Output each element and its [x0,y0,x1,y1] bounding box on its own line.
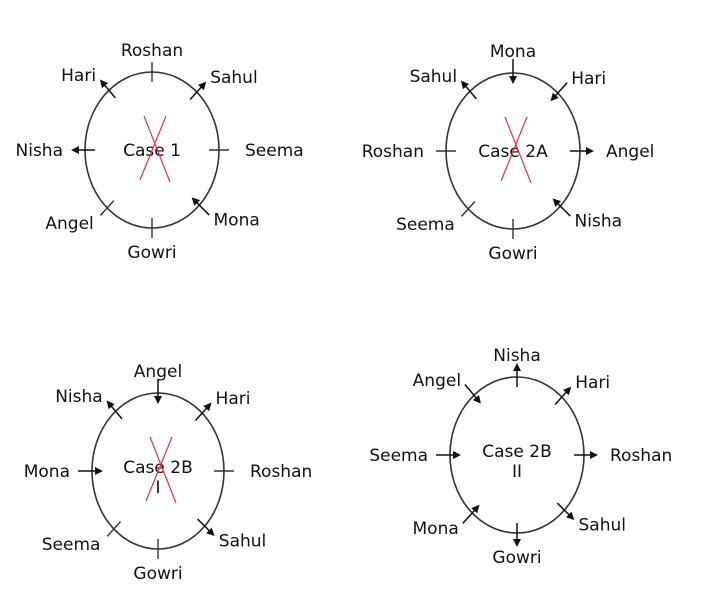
seat-name-label: Seema [42,535,101,555]
seat-name-label: Angel [134,362,182,382]
seat-sahul: Sahul [556,502,626,535]
seat-name-label: Sahul [410,67,457,87]
seat-seema: Seema [42,521,122,555]
seat-gowri: Gowri [488,219,538,264]
seat-name-label: Nisha [16,141,64,161]
seat-seema: Seema [369,446,461,466]
seat-name-label: Sahul [579,515,626,535]
seat-name-label: Nisha [493,346,541,366]
seat-name-label: Mona [490,42,536,62]
seat-name-label: Hari [575,373,610,393]
arrow-out-icon [194,402,212,421]
seat-name-label: Nisha [55,387,103,407]
seat-name-label: Angel [45,214,93,234]
arrow-in-icon [462,504,480,524]
seat-tick-mark [99,200,115,216]
seat-name-label: Hari [216,389,251,409]
cross-out-mark [145,436,173,502]
arrow-in-icon [191,197,210,216]
seat-name-label: Hari [61,66,96,86]
arrow-out-icon [106,400,123,420]
case-label: Case 2B [482,442,552,462]
arrow-in-icon [552,198,571,217]
seat-nisha: Nisha [552,198,623,231]
seat-seema: Seema [209,141,304,161]
seat-mona: Mona [191,197,260,230]
seat-name-label: Sahul [210,68,257,88]
seat-sahul: Sahul [410,67,477,100]
arrow-out-icon [99,79,116,99]
cross-out-mark [139,115,167,181]
arrow-out-icon [556,502,575,521]
seat-roshan: Roshan [121,41,183,82]
diagram-case-1: Case 1RoshanSahulSeemaMonaGowriAngelNish… [16,41,304,263]
seat-hari: Hari [554,373,610,405]
seat-name-label: Gowri [133,564,182,584]
seat-mona: Mona [490,42,536,84]
seat-nisha: Nisha [16,141,95,161]
seat-nisha: Nisha [55,387,123,420]
seat-roshan: Roshan [214,462,312,482]
seat-hari: Hari [550,69,606,102]
seat-sahul: Sahul [197,518,266,551]
arrow-in-icon [550,82,568,102]
seat-angel: Angel [45,200,115,234]
seat-roshan: Roshan [362,142,456,162]
seat-name-label: Seema [245,141,304,161]
case-label: Case 2B [123,458,193,478]
seat-name-label: Roshan [250,462,312,482]
seat-name-label: Mona [24,462,70,482]
cross-out-mark [143,115,171,183]
seat-name-label: Gowri [488,244,537,264]
seat-name-label: Roshan [362,142,424,162]
seat-seema: Seema [396,201,476,235]
seat-name-label: Nisha [575,211,623,231]
seat-roshan: Roshan [574,446,672,466]
seat-gowri: Gowri [127,218,177,263]
seat-name-label: Hari [571,69,606,89]
seat-hari: Hari [61,66,116,99]
seat-tick-mark [106,521,122,537]
cross-out-mark [504,116,532,184]
seat-name-label: Gowri [492,548,541,568]
seat-name-label: Roshan [121,41,183,61]
seat-gowri: Gowri [133,539,183,584]
seat-sahul: Sahul [189,68,258,100]
arrow-out-icon [554,386,572,405]
seat-hari: Hari [194,389,251,421]
case-label: II [512,462,522,482]
seat-name-label: Seema [369,446,428,466]
arrow-out-icon [189,81,207,100]
seat-name-label: Mona [214,210,260,230]
arrow-in-icon [464,384,482,404]
seat-name-label: Angel [413,371,461,391]
seat-name-label: Mona [413,519,459,539]
seat-mona: Mona [24,462,103,482]
seat-name-label: Gowri [127,243,176,263]
cross-out-mark [500,116,528,182]
arrow-out-icon [460,80,477,100]
seat-gowri: Gowri [492,523,542,568]
seat-angel: Angel [570,142,654,162]
arrow-out-icon [197,518,215,537]
cross-out-mark [149,436,177,504]
seat-tick-mark [460,201,476,217]
seat-angel: Angel [134,362,182,404]
seat-name-label: Roshan [610,446,672,466]
seat-angel: Angel [413,371,482,404]
seat-name-label: Seema [396,215,455,235]
diagram-case-2: Case 2AMonaHariAngelNishaGowriSeemaRosha… [362,42,655,264]
seat-mona: Mona [413,504,480,539]
case-label: I [155,478,160,498]
seat-name-label: Sahul [219,531,266,551]
seat-nisha: Nisha [493,346,541,387]
seat-name-label: Angel [606,142,654,162]
